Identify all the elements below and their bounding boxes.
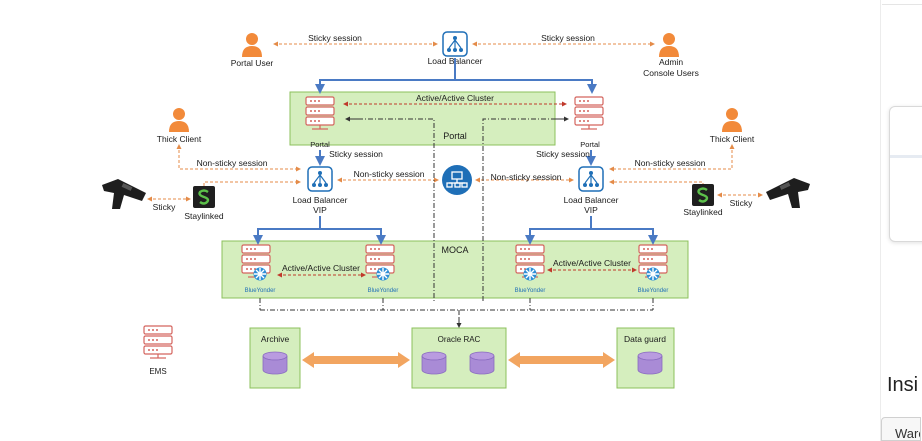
architecture-diagram: Portal User Load Balancer Admin Console … [102, 31, 810, 389]
left-lb-vip-icon [307, 166, 333, 192]
sidebar-card[interactable] [889, 106, 922, 242]
blueyonder-1-label: BlueYonder [245, 288, 276, 294]
left-lb-vip-label-1: Load Balancer [293, 195, 348, 205]
right-staylinked-arrow [609, 179, 704, 186]
oracle-db-1-icon [421, 351, 447, 375]
portal-server-left-icon [305, 96, 335, 130]
left-sticky-label: Sticky [153, 202, 176, 212]
thick-client-left-label: Thick Client [157, 134, 202, 144]
left-lb-vip-label-2: VIP [313, 205, 327, 215]
sticky-session-left-label: Sticky session [308, 33, 362, 43]
sidebar-panel: Insi Ware [880, 0, 922, 441]
data-guard-db-icon [637, 351, 663, 375]
data-guard-label: Data guard [624, 334, 666, 344]
thick-client-right-label: Thick Client [710, 134, 755, 144]
load-balancer-top-icon [442, 31, 468, 57]
oracle-db-2-icon [469, 351, 495, 375]
thick-client-left-icon [169, 108, 189, 132]
admin-users-icon [659, 33, 679, 57]
moca-right-cluster-label: Active/Active Cluster [553, 258, 631, 268]
archive-oracle-link [302, 352, 410, 368]
staylinked-left-icon [191, 184, 217, 210]
blueyonder-4-icon [645, 266, 661, 282]
archive-label: Archive [261, 334, 290, 344]
sidebar-top-edge [882, 0, 922, 5]
sidebar-chip[interactable]: Ware [881, 417, 921, 441]
portal-cluster-label: Active/Active Cluster [416, 93, 494, 103]
portal-node-right-label: Portal [580, 140, 600, 149]
scanner-right-icon [766, 178, 810, 208]
oracle-rac-label: Oracle RAC [438, 335, 481, 344]
left-staylinked-arrow [203, 179, 301, 186]
portal-node-left-label: Portal [310, 140, 330, 149]
staylinked-right-label: Staylinked [683, 207, 722, 217]
thick-client-right-icon [722, 108, 742, 132]
left-moca-bracket [253, 228, 386, 245]
blueyonder-2-icon [375, 266, 391, 282]
left-lb-sticky-label: Sticky session [329, 149, 383, 159]
staylinked-right-icon [690, 182, 716, 208]
blueyonder-1-icon [252, 266, 268, 282]
right-moca-bracket [525, 228, 658, 245]
scanner-left-icon [102, 179, 146, 209]
db-connection-lines [259, 118, 654, 324]
blueyonder-3-label: BlueYonder [515, 288, 546, 294]
admin-users-label-line2: Console Users [643, 68, 699, 78]
oracle-dataguard-link [508, 352, 615, 368]
moca-title: MOCA [442, 245, 469, 255]
moca-hub-glyph [446, 171, 468, 188]
center-left-non-sticky-label: Non-sticky session [354, 169, 425, 179]
portal-user-label: Portal User [231, 58, 274, 68]
sticky-session-right-label: Sticky session [541, 33, 595, 43]
portal-user-icon [242, 33, 262, 57]
ems-server-icon [143, 325, 173, 359]
ems-label: EMS [149, 367, 166, 376]
blueyonder-4-label: BlueYonder [638, 288, 669, 294]
right-non-sticky-arrow [609, 144, 735, 172]
sidebar-heading: Insi [887, 374, 919, 396]
left-non-sticky-label: Non-sticky session [197, 158, 268, 168]
left-non-sticky-arrow [176, 144, 301, 172]
moca-left-cluster-label: Active/Active Cluster [282, 263, 360, 273]
right-lb-vip-label-1: Load Balancer [564, 195, 619, 205]
portal-server-right-icon [574, 96, 604, 130]
right-lb-vip-label-2: VIP [584, 205, 598, 215]
portal-title: Portal [443, 131, 467, 141]
right-sticky-label: Sticky [730, 198, 753, 208]
blueyonder-2-label: BlueYonder [368, 288, 399, 294]
right-lb-sticky-label: Sticky session [536, 149, 590, 159]
blueyonder-3-icon [522, 266, 538, 282]
sidebar-card-divider [890, 155, 922, 158]
admin-users-label-line1: Admin [659, 57, 683, 67]
staylinked-left-label: Staylinked [184, 211, 223, 221]
lb-to-portal-bracket [315, 79, 597, 94]
center-right-non-sticky-label: Non-sticky session [491, 172, 562, 182]
right-non-sticky-label: Non-sticky session [635, 158, 706, 168]
archive-db-icon [262, 351, 288, 375]
right-lb-vip-icon [578, 166, 604, 192]
